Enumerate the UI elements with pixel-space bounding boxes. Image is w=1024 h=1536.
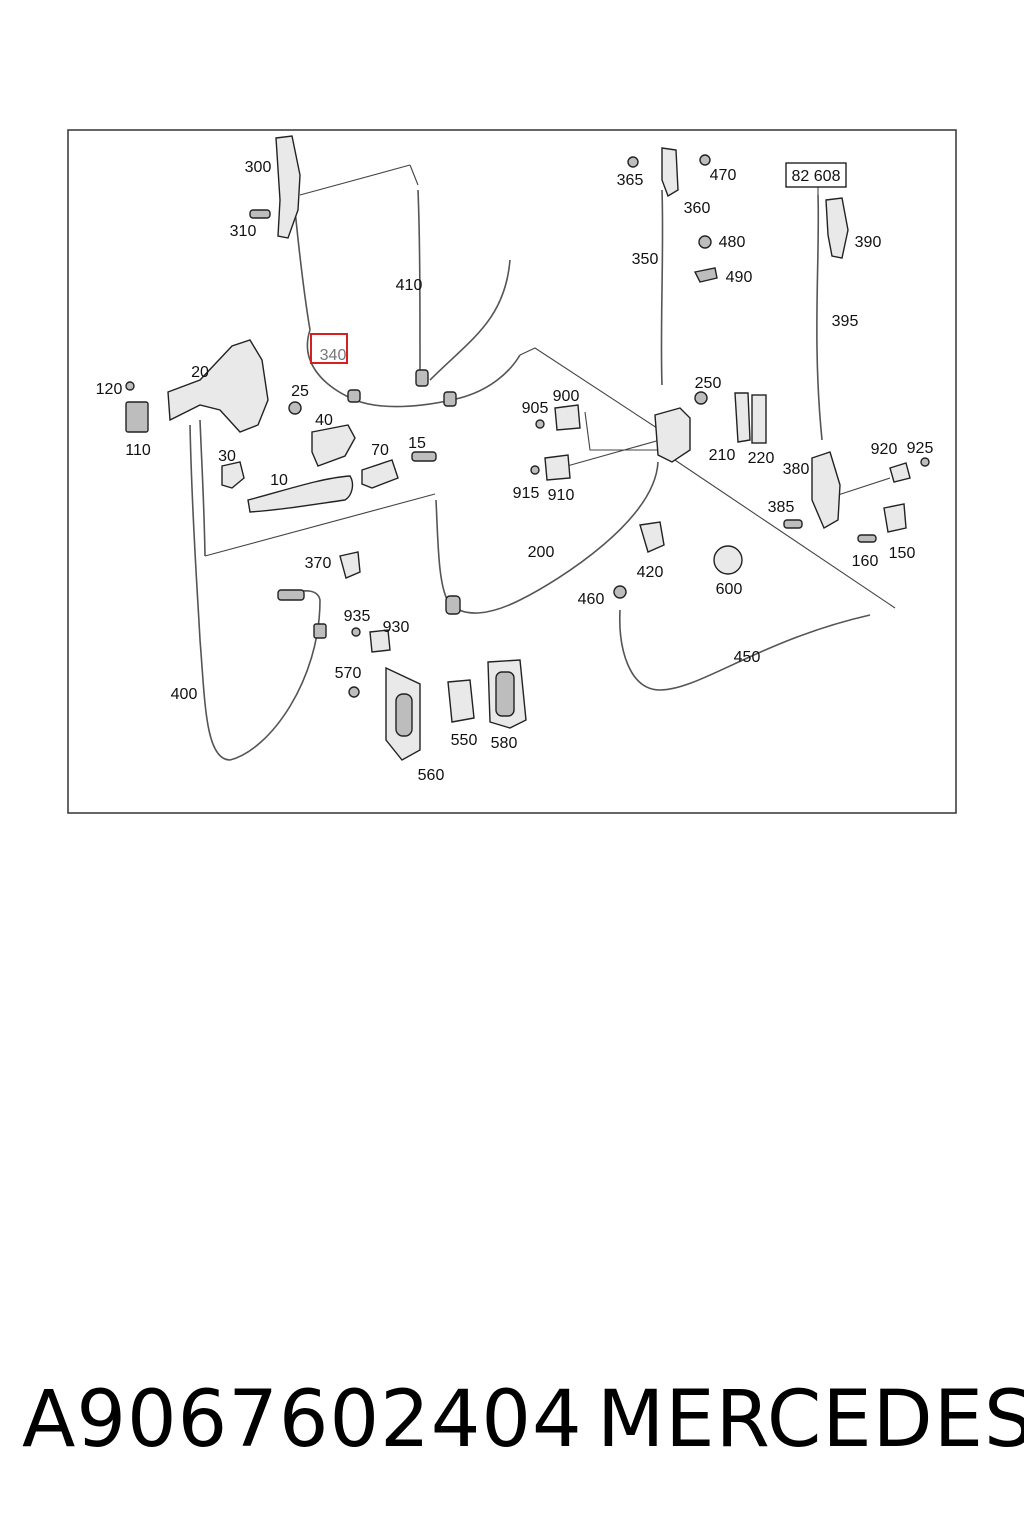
label-580: 580 [491, 735, 518, 752]
label-570: 570 [335, 665, 362, 682]
label-220: 220 [748, 450, 775, 467]
part-shapes [125, 135, 930, 761]
label-70: 70 [371, 442, 389, 459]
label-370: 370 [305, 555, 332, 572]
reference-box [785, 162, 847, 188]
label-300: 300 [245, 159, 272, 176]
label-15: 15 [408, 435, 426, 452]
label-935: 935 [344, 608, 371, 625]
label-915: 915 [513, 485, 540, 502]
label-350: 350 [632, 251, 659, 268]
label-470: 470 [710, 167, 737, 184]
label-365: 365 [617, 172, 644, 189]
label-40: 40 [315, 412, 333, 429]
label-200: 200 [528, 544, 555, 561]
label-310: 310 [230, 223, 257, 240]
part-labels: 300 310 410 340 20 120 110 25 40 30 70 1… [96, 159, 934, 784]
label-600: 600 [716, 581, 743, 598]
label-385: 385 [768, 499, 795, 516]
label-410: 410 [396, 277, 423, 294]
label-400: 400 [171, 686, 198, 703]
label-10: 10 [270, 472, 288, 489]
label-905: 905 [522, 400, 549, 417]
label-480: 480 [719, 234, 746, 251]
label-110: 110 [125, 442, 151, 459]
brand-name: MERCEDES [597, 1375, 1024, 1465]
label-360: 360 [684, 200, 711, 217]
label-160: 160 [852, 553, 879, 570]
label-490: 490 [726, 269, 753, 286]
label-925: 925 [907, 440, 934, 457]
label-910: 910 [548, 487, 575, 504]
parts-diagram: 82 608 300 310 410 340 20 120 110 25 40 … [67, 129, 957, 814]
label-900: 900 [553, 388, 580, 405]
label-20: 20 [191, 364, 209, 381]
label-340-highlighted: 340 [320, 347, 347, 364]
label-420: 420 [637, 564, 664, 581]
label-120: 120 [96, 381, 123, 398]
label-25: 25 [291, 383, 309, 400]
label-930: 930 [383, 619, 410, 636]
label-250: 250 [695, 375, 722, 392]
label-380: 380 [783, 461, 810, 478]
part-number: A9067602404 [22, 1375, 583, 1465]
reference-box-label: 82 608 [792, 168, 841, 185]
label-460: 460 [578, 591, 605, 608]
label-390: 390 [855, 234, 882, 251]
label-30: 30 [218, 448, 236, 465]
label-450: 450 [734, 649, 761, 666]
footer: A9067602404 MERCEDES [0, 1370, 1024, 1470]
label-550: 550 [451, 732, 478, 749]
cable-lines [189, 164, 896, 761]
highlight-box-340 [310, 333, 348, 364]
label-210: 210 [709, 447, 736, 464]
label-920: 920 [871, 441, 898, 458]
label-150: 150 [889, 545, 916, 562]
label-560: 560 [418, 767, 445, 784]
label-395: 395 [832, 313, 859, 330]
